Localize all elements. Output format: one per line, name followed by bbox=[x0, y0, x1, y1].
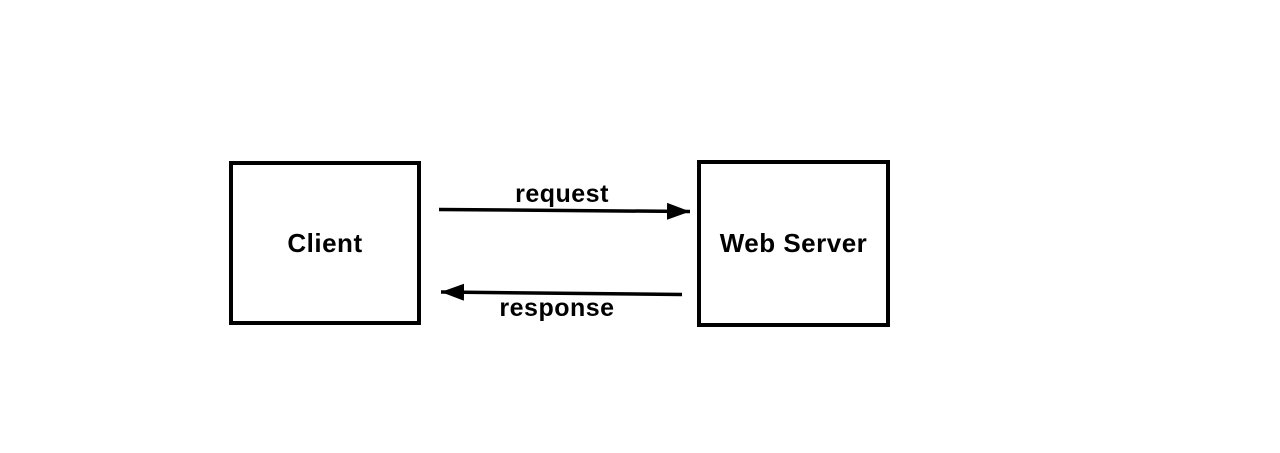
node-client: Client bbox=[229, 161, 421, 325]
node-client-label: Client bbox=[287, 227, 363, 258]
request-arrow-line bbox=[438, 202, 691, 220]
request-arrow-label: request bbox=[515, 180, 609, 208]
node-web-server: Web Server bbox=[697, 160, 890, 327]
node-web-server-label: Web Server bbox=[719, 228, 868, 258]
response-arrow-label: response bbox=[499, 294, 615, 322]
